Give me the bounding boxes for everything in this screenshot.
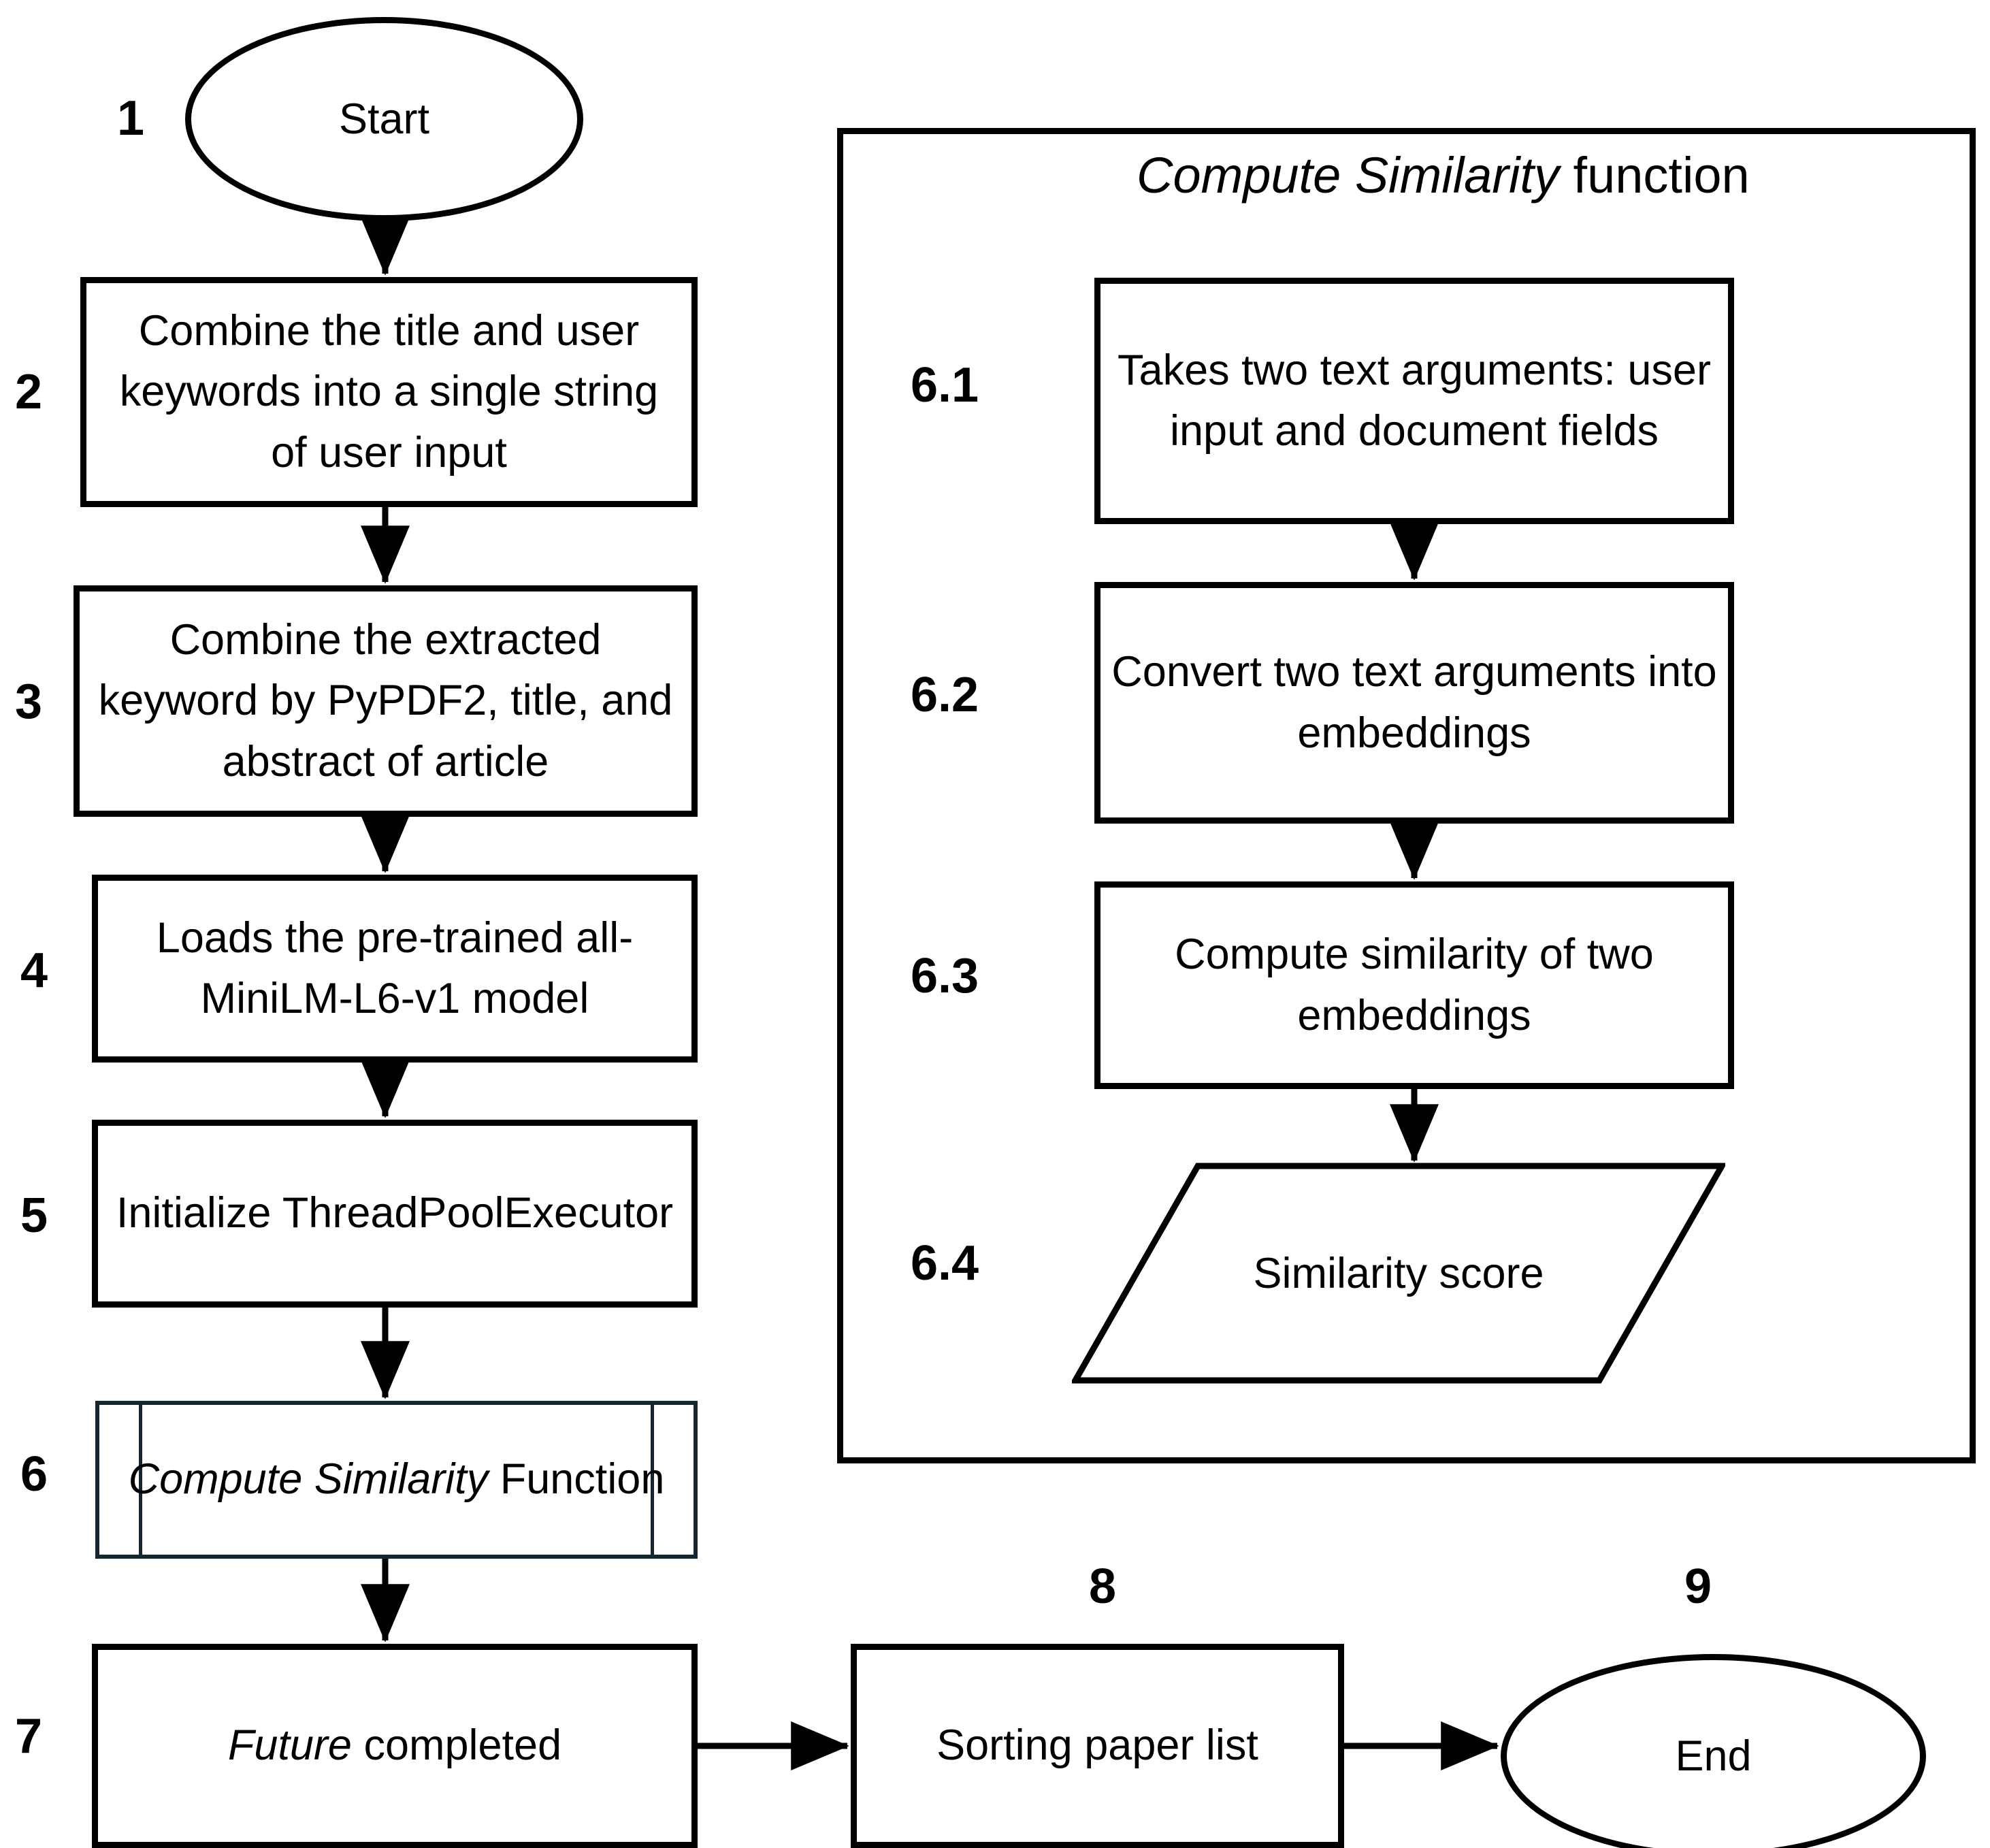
panel-title: Compute Similarity function bbox=[1137, 146, 1750, 204]
node-combine-extracted-keyword[interactable]: Combine the extracted keyword by PyPDF2,… bbox=[74, 585, 698, 817]
panel-title-plain: function bbox=[1559, 147, 1750, 204]
node-6-italic: Compute Similarity bbox=[128, 1455, 489, 1504]
node-start[interactable]: Start bbox=[185, 17, 583, 221]
step-number-6: 6 bbox=[20, 1447, 48, 1502]
step-number-6-1: 6.1 bbox=[911, 358, 979, 412]
step-number-6-3: 6.3 bbox=[911, 949, 979, 1003]
step-number-5: 5 bbox=[20, 1188, 48, 1243]
node-load-model-label: Loads the pre-trained all-MiniLM-L6-v1 m… bbox=[156, 913, 634, 1022]
step-number-1: 1 bbox=[117, 91, 145, 146]
step-number-3: 3 bbox=[15, 675, 43, 729]
node-sorting-paper-list[interactable]: Sorting paper list bbox=[851, 1644, 1344, 1848]
node-end[interactable]: End bbox=[1501, 1654, 1926, 1848]
node-compute-similarity-embeddings[interactable]: Compute similarity of two embeddings bbox=[1094, 881, 1734, 1089]
node-takes-two-arguments[interactable]: Takes two text arguments: user input and… bbox=[1094, 278, 1734, 524]
node-future-completed-label: Future completed bbox=[218, 1715, 571, 1776]
node-combine-title-keywords[interactable]: Combine the title and user keywords into… bbox=[80, 277, 698, 507]
node-init-threadpool-label: Initialize ThreadPoolExecutor bbox=[116, 1189, 674, 1237]
node-combine-extracted-keyword-label: Combine the extracted keyword by PyPDF2,… bbox=[98, 615, 673, 785]
node-similarity-score-label: Similarity score bbox=[1253, 1249, 1544, 1297]
node-future-completed[interactable]: Future completed bbox=[92, 1644, 698, 1848]
subroutine-right-bar bbox=[651, 1405, 654, 1555]
node-convert-to-embeddings-label: Convert two text arguments into embeddin… bbox=[1111, 648, 1717, 757]
node-similarity-score[interactable]: Similarity score bbox=[1072, 1163, 1725, 1384]
step-number-6-4: 6.4 bbox=[911, 1236, 979, 1291]
subroutine-left-bar bbox=[139, 1405, 142, 1555]
node-combine-title-keywords-label: Combine the title and user keywords into… bbox=[119, 306, 659, 476]
step-number-9: 9 bbox=[1684, 1559, 1712, 1614]
node-takes-two-arguments-label: Takes two text arguments: user input and… bbox=[1118, 346, 1711, 455]
panel-title-italic: Compute Similarity bbox=[1137, 147, 1559, 204]
step-number-6-2: 6.2 bbox=[911, 668, 979, 722]
step-number-7: 7 bbox=[15, 1709, 43, 1764]
node-convert-to-embeddings[interactable]: Convert two text arguments into embeddin… bbox=[1094, 582, 1734, 824]
step-number-8: 8 bbox=[1089, 1559, 1117, 1614]
node-start-label: Start bbox=[338, 95, 430, 143]
node-7-italic: Future bbox=[227, 1721, 352, 1770]
node-6-plain: Function bbox=[488, 1455, 665, 1504]
node-sorting-paper-list-label: Sorting paper list bbox=[936, 1721, 1258, 1770]
node-end-label: End bbox=[1675, 1732, 1752, 1780]
step-number-4: 4 bbox=[20, 943, 48, 998]
node-7-plain: completed bbox=[351, 1721, 562, 1770]
node-compute-similarity-call[interactable]: Compute Similarity Function bbox=[95, 1401, 698, 1559]
node-init-threadpool[interactable]: Initialize ThreadPoolExecutor bbox=[92, 1120, 698, 1308]
node-load-model[interactable]: Loads the pre-trained all-MiniLM-L6-v1 m… bbox=[92, 875, 698, 1063]
step-number-2: 2 bbox=[15, 365, 43, 419]
node-compute-similarity-call-label: Compute Similarity Function bbox=[129, 1449, 665, 1510]
node-compute-similarity-embeddings-label: Compute similarity of two embeddings bbox=[1175, 930, 1654, 1039]
